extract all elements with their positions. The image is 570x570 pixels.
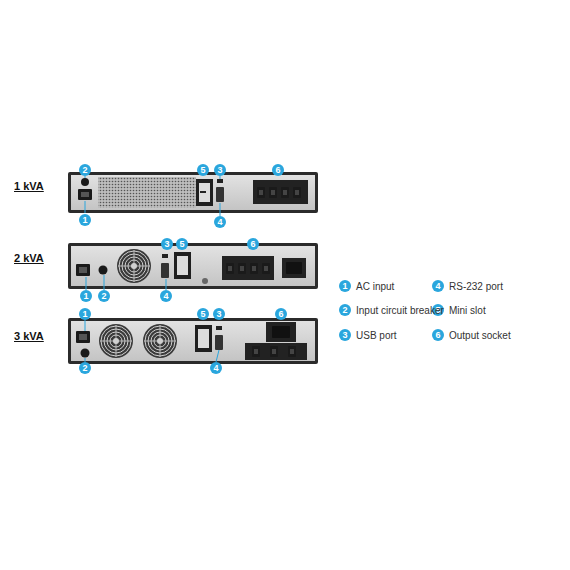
legend-text: Output socket — [449, 329, 511, 342]
callout-number: 6 — [272, 164, 284, 176]
callout-number: 2 — [79, 362, 91, 374]
callout-number: 2 — [79, 164, 91, 176]
legend-text: USB port — [356, 329, 397, 342]
callout-number: 6 — [247, 238, 259, 250]
callout-number: 6 — [275, 308, 287, 320]
panel-title: 3 kVA — [14, 329, 44, 343]
callout-number: 1 — [80, 290, 92, 302]
panel-title: 2 kVA — [14, 251, 44, 265]
callout-number: 3 — [213, 308, 225, 320]
callout-number: 5 — [176, 238, 188, 250]
callout-number: 3 — [339, 329, 351, 341]
panel-3kva — [68, 318, 318, 364]
panel-2kva — [68, 243, 318, 290]
panel-title: 1 kVA — [14, 179, 44, 193]
callout-number: 2 — [339, 304, 351, 316]
legend-text: Mini slot — [449, 304, 486, 317]
callout-number: 6 — [432, 329, 444, 341]
callout-number: 4 — [214, 216, 226, 228]
callout-number: 1 — [79, 214, 91, 226]
panel-1kva — [68, 172, 318, 216]
callout-number: 5 — [197, 308, 209, 320]
callout-number: 1 — [79, 308, 91, 320]
callout-number: 5 — [197, 164, 209, 176]
callout-number: 4 — [160, 290, 172, 302]
callout-number: 4 — [210, 362, 222, 374]
callout-number: 2 — [98, 290, 110, 302]
legend-text: AC input — [356, 280, 394, 293]
legend-text: Input circuit breaker — [356, 304, 444, 317]
legend-text: RS-232 port — [449, 280, 503, 293]
callout-number: 3 — [161, 238, 173, 250]
callout-number: 4 — [432, 280, 444, 292]
callout-number: 1 — [339, 280, 351, 292]
callout-number: 3 — [214, 164, 226, 176]
